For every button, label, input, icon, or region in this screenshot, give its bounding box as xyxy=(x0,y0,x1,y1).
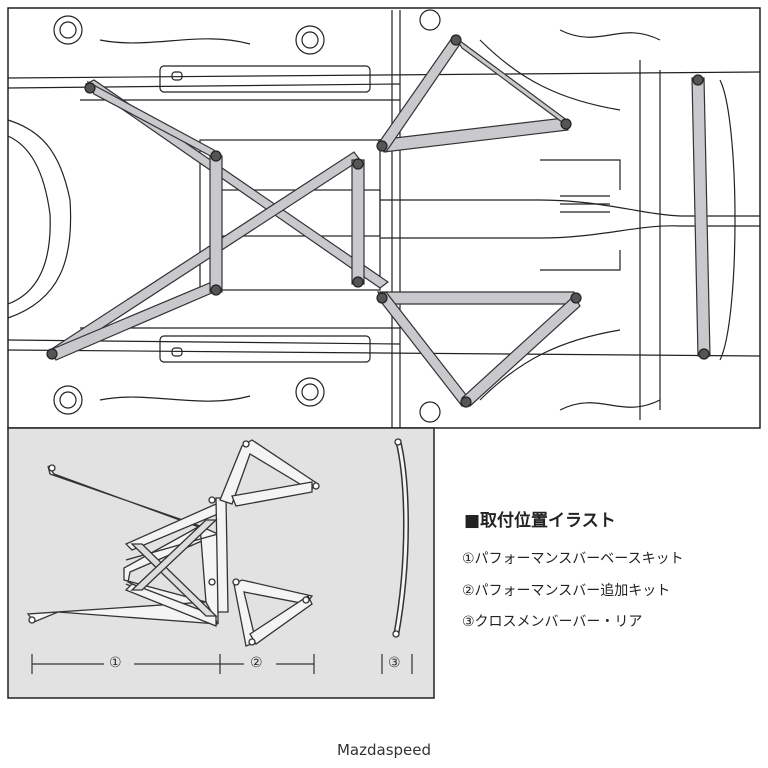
dimension-lines xyxy=(31,654,413,674)
scale-label-2: ② xyxy=(250,655,263,671)
scale-label-3: ③ xyxy=(388,655,401,671)
installed-bars xyxy=(46,34,711,408)
legend-item-base-kit: ①パフォーマンスバーベースキット xyxy=(462,551,684,567)
legend-title: ■取付位置イラスト xyxy=(464,511,616,531)
caption: Mazdaspeed xyxy=(336,741,432,759)
legend-item-addon-kit: ②パフォーマンスバー追加キット xyxy=(462,583,671,599)
legend-item-rear-crossmember: ③クロスメンバーバー・リア xyxy=(462,614,643,630)
chassis-underbody-drawing xyxy=(7,7,761,429)
kit-parts-drawing xyxy=(26,438,409,647)
scale-label-1: ① xyxy=(109,655,122,671)
